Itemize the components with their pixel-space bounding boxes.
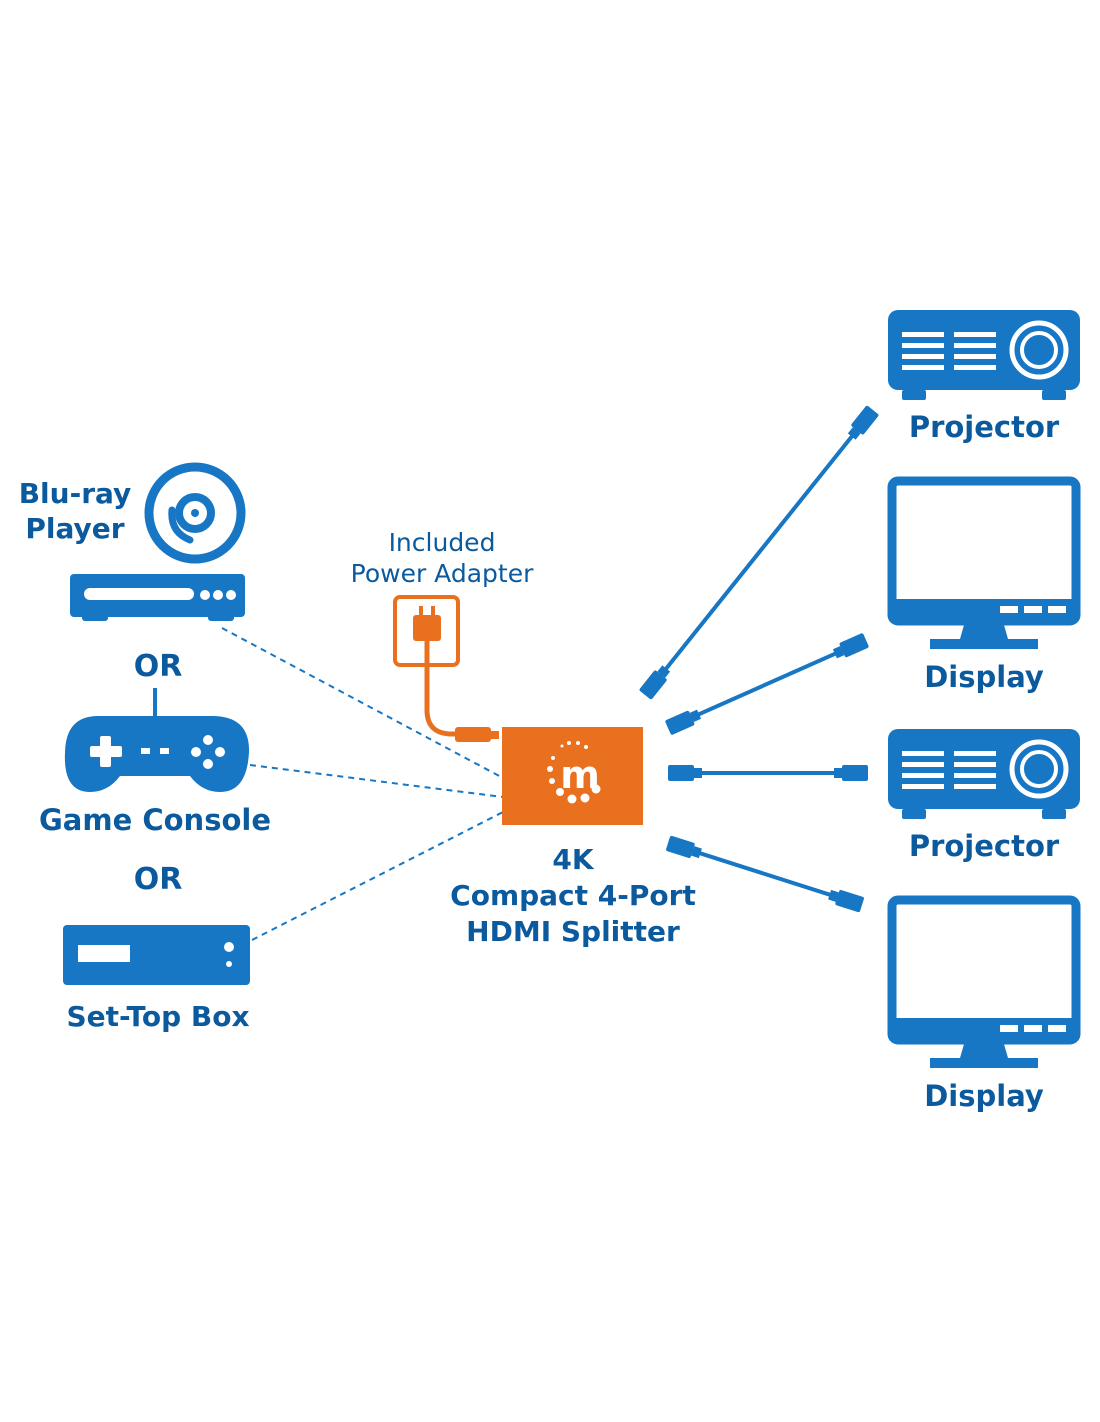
hdmi-cable-1: [639, 405, 879, 700]
monitor-icon: [887, 895, 1081, 1068]
or-label-2: OR: [134, 862, 183, 897]
power-adapter-label: Included: [389, 528, 496, 557]
console-connection-line: [249, 764, 504, 798]
splitter-title-line2: Compact 4-Port: [450, 879, 696, 912]
game-controller-icon: [64, 688, 250, 792]
projector-icon: [888, 729, 1080, 819]
bluray-disc-icon: [144, 462, 246, 564]
power-adapter-label-line2: Power Adapter: [351, 559, 534, 588]
game-console-label: Game Console: [39, 803, 271, 837]
monitor-icon: [887, 476, 1081, 649]
bluray-connection-line: [221, 627, 504, 779]
splitter-title-line1: 4K: [552, 843, 594, 876]
output-label-2: Display: [924, 660, 1044, 694]
splitter-title-line3: HDMI Splitter: [466, 915, 680, 948]
output-label-4: Display: [924, 1079, 1044, 1113]
settop-box-icon: [63, 925, 250, 985]
hdmi-cable-4: [666, 835, 864, 913]
output-device-2: Display: [887, 476, 1081, 694]
brand-logo-letter: m: [560, 753, 600, 797]
output-device-4: Display: [887, 895, 1081, 1113]
power-cable: [424, 640, 499, 742]
settop-connection-line: [251, 811, 504, 941]
brand-logo-icon: [547, 741, 601, 804]
source-connections: [221, 627, 504, 941]
bluray-label: Blu-ray: [19, 477, 132, 510]
hdmi-splitter-box: m: [502, 727, 643, 825]
output-label-1: Projector: [909, 410, 1060, 444]
hdmi-cable-3: [668, 765, 868, 781]
bluray-label-line2: Player: [25, 512, 124, 545]
output-device-3: Projector: [888, 729, 1080, 863]
output-cables: [639, 405, 879, 913]
projector-icon: [888, 310, 1080, 400]
settop-box-label: Set-Top Box: [66, 1000, 249, 1033]
hdmi-cable-2: [665, 633, 869, 735]
or-label-1: OR: [134, 649, 183, 684]
output-device-1: Projector: [888, 310, 1080, 444]
output-label-3: Projector: [909, 829, 1060, 863]
bluray-player-icon: [70, 574, 245, 621]
